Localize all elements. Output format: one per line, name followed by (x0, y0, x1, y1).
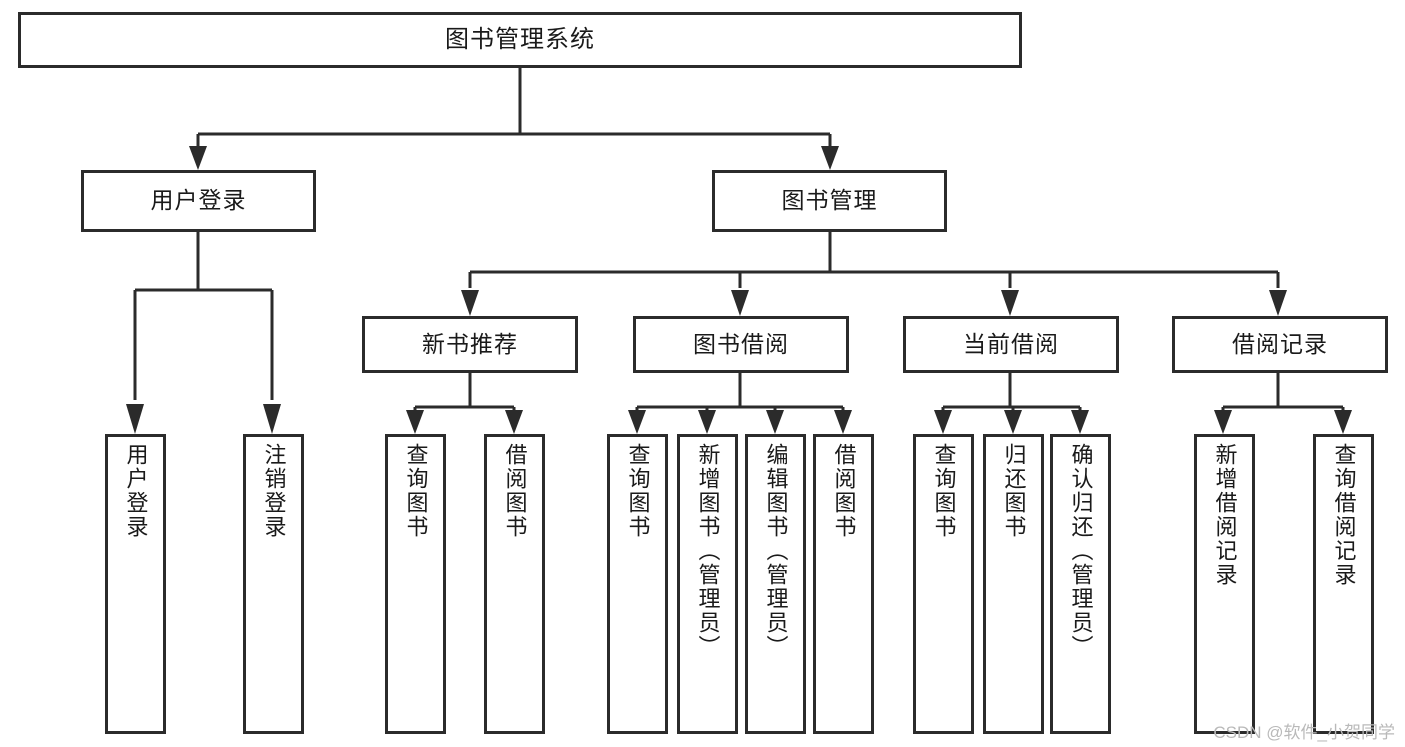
leaf-current-return-book[interactable]: 归还图书 (983, 434, 1044, 734)
node-label: 借阅记录 (1232, 330, 1328, 357)
node-label: 借阅图书 (831, 443, 857, 539)
node-label: 确认归还（管理员） (1068, 443, 1094, 659)
node-book-management[interactable]: 图书管理 (712, 170, 947, 232)
leaf-current-confirm-return-admin[interactable]: 确认归还（管理员） (1050, 434, 1111, 734)
node-label: 用户登录 (123, 443, 149, 539)
node-book-borrow[interactable]: 图书借阅 (633, 316, 849, 373)
node-current-borrow[interactable]: 当前借阅 (903, 316, 1119, 373)
node-label: 图书借阅 (693, 330, 789, 357)
node-label: 借阅图书 (502, 443, 528, 539)
node-label: 查询图书 (625, 443, 651, 539)
leaf-record-add-record[interactable]: 新增借阅记录 (1194, 434, 1255, 734)
node-label: 查询图书 (931, 443, 957, 539)
leaf-recommend-search-book[interactable]: 查询图书 (385, 434, 446, 734)
leaf-borrow-edit-book-admin[interactable]: 编辑图书（管理员） (745, 434, 806, 734)
node-label: 查询图书 (403, 443, 429, 539)
node-label: 图书管理 (781, 187, 878, 214)
node-new-book-recommend[interactable]: 新书推荐 (362, 316, 578, 373)
node-borrow-record[interactable]: 借阅记录 (1172, 316, 1388, 373)
node-label: 查询借阅记录 (1331, 443, 1357, 587)
leaf-current-search-book[interactable]: 查询图书 (913, 434, 974, 734)
node-label: 图书管理系统 (445, 25, 595, 53)
node-label: 当前借阅 (963, 330, 1059, 357)
node-label: 新增图书（管理员） (695, 443, 721, 659)
node-label: 新增借阅记录 (1212, 443, 1238, 587)
leaf-borrow-borrow-book[interactable]: 借阅图书 (813, 434, 874, 734)
leaf-record-search-record[interactable]: 查询借阅记录 (1313, 434, 1374, 734)
leaf-borrow-search-book[interactable]: 查询图书 (607, 434, 668, 734)
node-root-system[interactable]: 图书管理系统 (18, 12, 1022, 68)
leaf-user-login-logout[interactable]: 注销登录 (243, 434, 304, 734)
node-label: 归还图书 (1001, 443, 1027, 539)
node-label: 新书推荐 (422, 330, 518, 357)
node-label: 用户登录 (150, 187, 247, 214)
node-user-login[interactable]: 用户登录 (81, 170, 316, 232)
leaf-recommend-borrow-book[interactable]: 借阅图书 (484, 434, 545, 734)
node-label: 编辑图书（管理员） (763, 443, 789, 659)
leaf-borrow-add-book-admin[interactable]: 新增图书（管理员） (677, 434, 738, 734)
node-label: 注销登录 (261, 443, 287, 539)
leaf-user-login-login[interactable]: 用户登录 (105, 434, 166, 734)
